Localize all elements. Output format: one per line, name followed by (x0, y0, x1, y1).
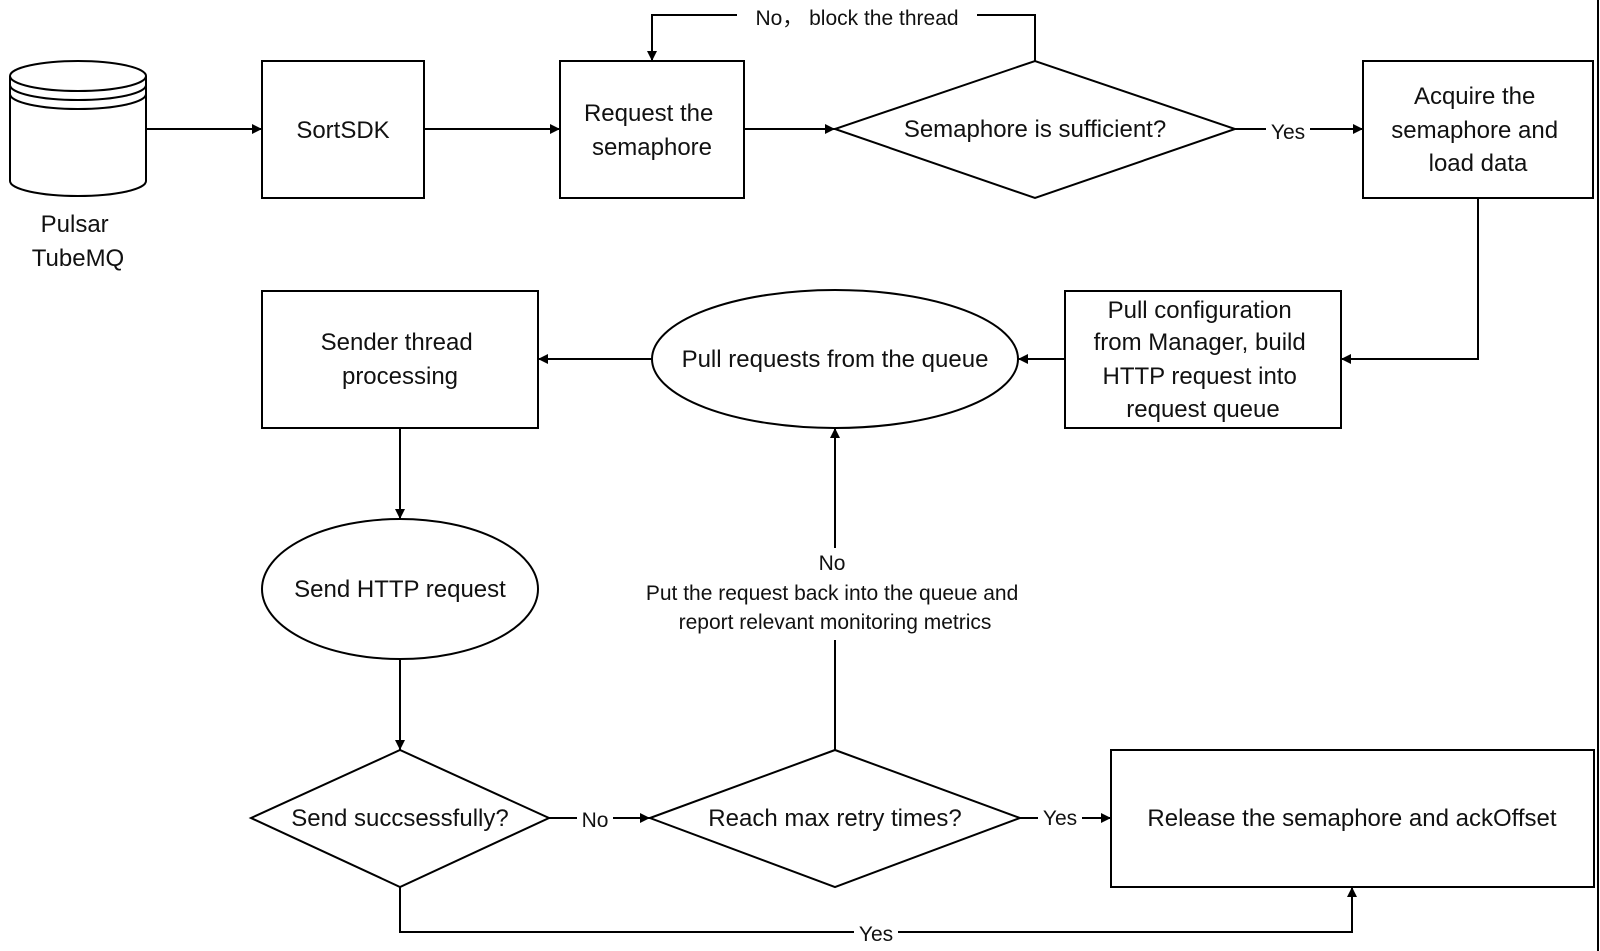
pull-configuration-label: Pull configuration from Manager, build H… (1094, 297, 1313, 423)
send-success-label: Send succsessfully? (291, 805, 508, 832)
release-node (1110, 749, 1595, 888)
edge-label-yes-acquire: Yes (1271, 121, 1305, 144)
request-semaphore-label: Request the semaphore (584, 100, 720, 161)
pull-requests-label: Pull requests from the queue (682, 346, 989, 373)
acquire-semaphore-label: Acquire the semaphore and load data (1391, 83, 1564, 177)
sortsdk-node (261, 60, 425, 199)
edge-label-yes-success: Yes (859, 923, 893, 946)
source-database-icon (9, 60, 147, 197)
release-label: Release the semaphore and ackOffset (1147, 805, 1556, 832)
sender-thread-label: Sender thread processing (321, 329, 480, 390)
edge-label-yes-release: Yes (1043, 807, 1077, 830)
send-http-label: Send HTTP request (294, 576, 506, 603)
arrow-acquire-to-pull-config (1341, 198, 1479, 364)
sender-thread-node (261, 290, 539, 429)
acquire-semaphore-node (1362, 60, 1594, 199)
source-database-label: Pulsar TubeMQ (32, 211, 124, 272)
edge-label-no-requeue: No Put the request back into the queue a… (646, 552, 1024, 634)
request-semaphore-node (559, 60, 745, 199)
max-retry-label: Reach max retry times? (708, 805, 961, 832)
edge-label-no-retry: No (582, 809, 609, 832)
sortsdk-label: SortSDK (296, 117, 389, 144)
semaphore-sufficient-label: Semaphore is sufficient? (904, 116, 1166, 143)
edge-label-no-block: No， block the thread (755, 7, 958, 30)
